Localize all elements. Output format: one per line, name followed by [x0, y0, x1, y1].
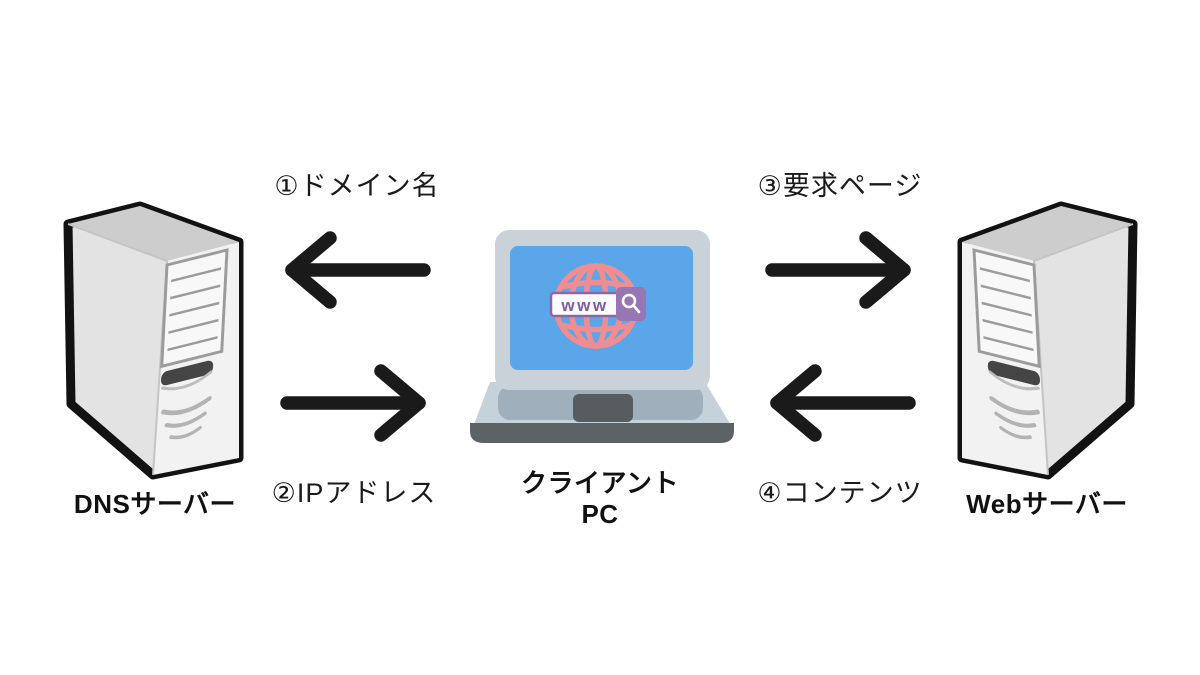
domain-name-arrow-icon	[278, 230, 433, 310]
www-search-bar: www	[549, 287, 646, 321]
web-server-illustration	[948, 192, 1143, 492]
flow-label-ip-address: ②IPアドレス	[271, 478, 437, 508]
web-server-label: Webサーバー	[966, 489, 1128, 519]
dns-server-illustration	[58, 192, 253, 492]
flow-label-domain-name: ①ドメイン名	[274, 171, 440, 201]
laptop-base-bottom	[470, 423, 734, 443]
ip-address-arrow-icon	[278, 363, 433, 443]
content-arrow-icon	[763, 363, 918, 443]
www-text: www	[560, 296, 608, 315]
client-pc-label-line2: PC	[581, 499, 619, 529]
flow-label-content: ④コンテンツ	[757, 478, 923, 508]
client-pc-label-line1: クライアント	[521, 468, 679, 498]
request-page-arrow-icon	[763, 230, 918, 310]
search-icon	[616, 287, 646, 321]
flow-label-request-page: ③要求ページ	[757, 171, 923, 201]
client-laptop-illustration: www	[470, 230, 734, 443]
client-pc-label: クライアント PC	[500, 468, 700, 530]
laptop-trackpad	[573, 394, 633, 422]
dns-server-label: DNSサーバー	[73, 489, 237, 519]
